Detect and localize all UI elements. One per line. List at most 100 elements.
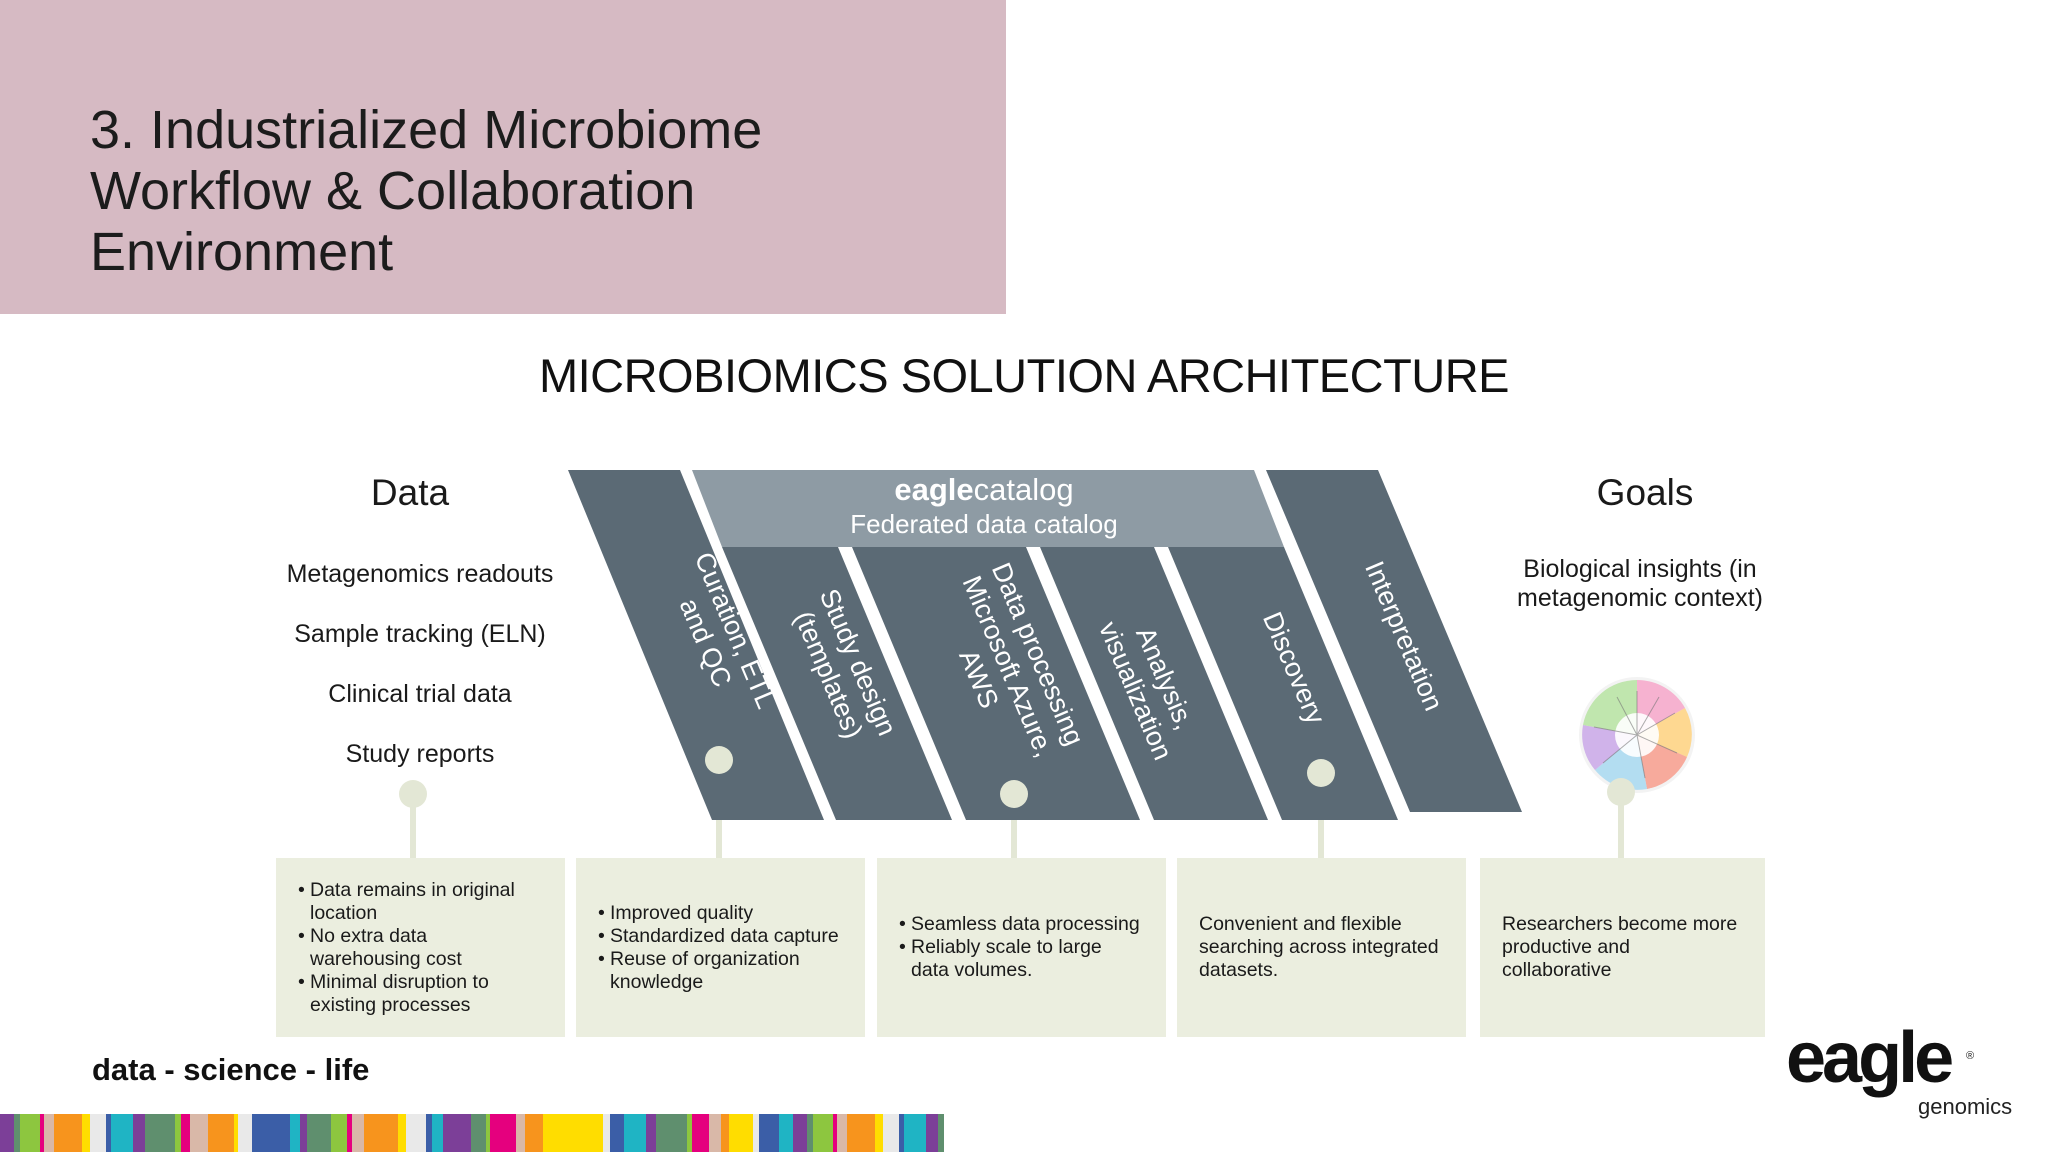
stripe (406, 1114, 426, 1152)
stripe (926, 1114, 938, 1152)
stripe (813, 1114, 833, 1152)
stripe (471, 1114, 486, 1152)
stripe (656, 1114, 687, 1152)
stripe (82, 1114, 90, 1152)
pin-data (399, 780, 427, 808)
stripe (145, 1114, 175, 1152)
pin-curation (705, 746, 733, 774)
stripe (753, 1114, 759, 1152)
stripe (398, 1114, 406, 1152)
stripe (190, 1114, 208, 1152)
catalog-subtitle: Federated data catalog (850, 509, 1117, 539)
pin-discovery (1307, 759, 1335, 787)
goal-biological-insights: Biological insights (in metagenomic cont… (1517, 555, 1763, 612)
benefit-bullet: Reliably scale to large data volumes. (899, 936, 1144, 982)
stripe (331, 1114, 347, 1152)
stripe (20, 1114, 40, 1152)
architecture-title: MICROBIOMICS SOLUTION ARCHITECTURE (538, 349, 1510, 402)
catalog-brand: eaglecatalog (894, 472, 1073, 507)
stage-band-discovery (1168, 547, 1398, 820)
stripe (234, 1114, 238, 1152)
stripe (426, 1114, 432, 1152)
stripe (490, 1114, 516, 1152)
stripe (14, 1114, 20, 1152)
stripe (111, 1114, 133, 1152)
stripe (847, 1114, 875, 1152)
benefit-box-curation: Improved quality Standardized data captu… (576, 858, 865, 1037)
stripe (106, 1114, 111, 1152)
benefit-box-discovery: Convenient and flexible searching across… (1177, 858, 1466, 1037)
goals-heading: Goals (1596, 472, 1694, 513)
benefit-box-processing: Seamless data processing Reliably scale … (877, 858, 1166, 1037)
pin-processing (1000, 780, 1028, 808)
data-item-study-reports: Study reports (345, 740, 495, 768)
stripe (364, 1114, 398, 1152)
benefit-text: Convenient and flexible searching across… (1199, 913, 1439, 981)
tagline: data - science - life (92, 1052, 370, 1087)
stripe (443, 1114, 471, 1152)
benefit-bullet: Improved quality (598, 902, 843, 925)
pin-goals (1607, 778, 1635, 806)
stripe (290, 1114, 300, 1152)
stripe (624, 1114, 646, 1152)
stripe (646, 1114, 656, 1152)
benefit-bullet: Seamless data processing (899, 913, 1144, 936)
stripe (759, 1114, 779, 1152)
stripe (525, 1114, 543, 1152)
data-item-sample-tracking: Sample tracking (ELN) (294, 620, 546, 648)
stripe (432, 1114, 443, 1152)
stage-band-curation (568, 470, 824, 820)
stripe (238, 1114, 252, 1152)
stripe (208, 1114, 234, 1152)
stripe (543, 1114, 603, 1152)
stripe (875, 1114, 883, 1152)
stripe (44, 1114, 54, 1152)
benefit-bullet: Standardized data capture (598, 925, 843, 948)
benefit-box-data: Data remains in original location No ext… (276, 858, 565, 1037)
color-stripe-bar (0, 1114, 944, 1152)
stripe (352, 1114, 364, 1152)
stripe (610, 1114, 624, 1152)
stripe (779, 1114, 793, 1152)
data-item-clinical-trial: Clinical trial data (328, 680, 512, 708)
title-block: 3. Industrialized Microbiome Workflow & … (0, 0, 1006, 314)
stripe (709, 1114, 721, 1152)
stripe (300, 1114, 307, 1152)
benefit-bullet: No extra data warehousing cost (298, 925, 543, 971)
stage-band-study-design (722, 547, 952, 820)
logo-registered-mark: ® (1966, 1050, 1975, 1062)
stripe (307, 1114, 331, 1152)
stripe (603, 1114, 610, 1152)
stripe (837, 1114, 847, 1152)
stripe (692, 1114, 709, 1152)
stripe (883, 1114, 899, 1152)
slide-title: 3. Industrialized Microbiome Workflow & … (90, 100, 763, 282)
stripe (90, 1114, 106, 1152)
stripe (793, 1114, 807, 1152)
stripe (899, 1114, 904, 1152)
stripe (181, 1114, 190, 1152)
stripe (347, 1114, 352, 1152)
data-item-metagenomics: Metagenomics readouts (286, 560, 554, 588)
benefit-bullet: Data remains in original location (298, 879, 543, 925)
stripe (904, 1114, 926, 1152)
benefit-box-goals: Researchers become more productive and c… (1480, 858, 1765, 1037)
stripe (40, 1114, 44, 1152)
stage-band-analysis (1040, 547, 1268, 820)
stage-band-data-processing (852, 547, 1140, 820)
stripe (0, 1114, 14, 1152)
logo-word: eagle (1786, 1018, 1954, 1098)
stripe (729, 1114, 753, 1152)
circular-tree-icon (1579, 677, 1695, 793)
stripe (721, 1114, 729, 1152)
benefit-bullet: Minimal disruption to existing processes (298, 971, 543, 1017)
stage-band-interpretation (1266, 470, 1522, 812)
stripe (516, 1114, 525, 1152)
stripe (252, 1114, 290, 1152)
stripe (687, 1114, 692, 1152)
stripe (54, 1114, 82, 1152)
stripe (938, 1114, 944, 1152)
stripe (175, 1114, 181, 1152)
catalog-band (692, 470, 1284, 547)
